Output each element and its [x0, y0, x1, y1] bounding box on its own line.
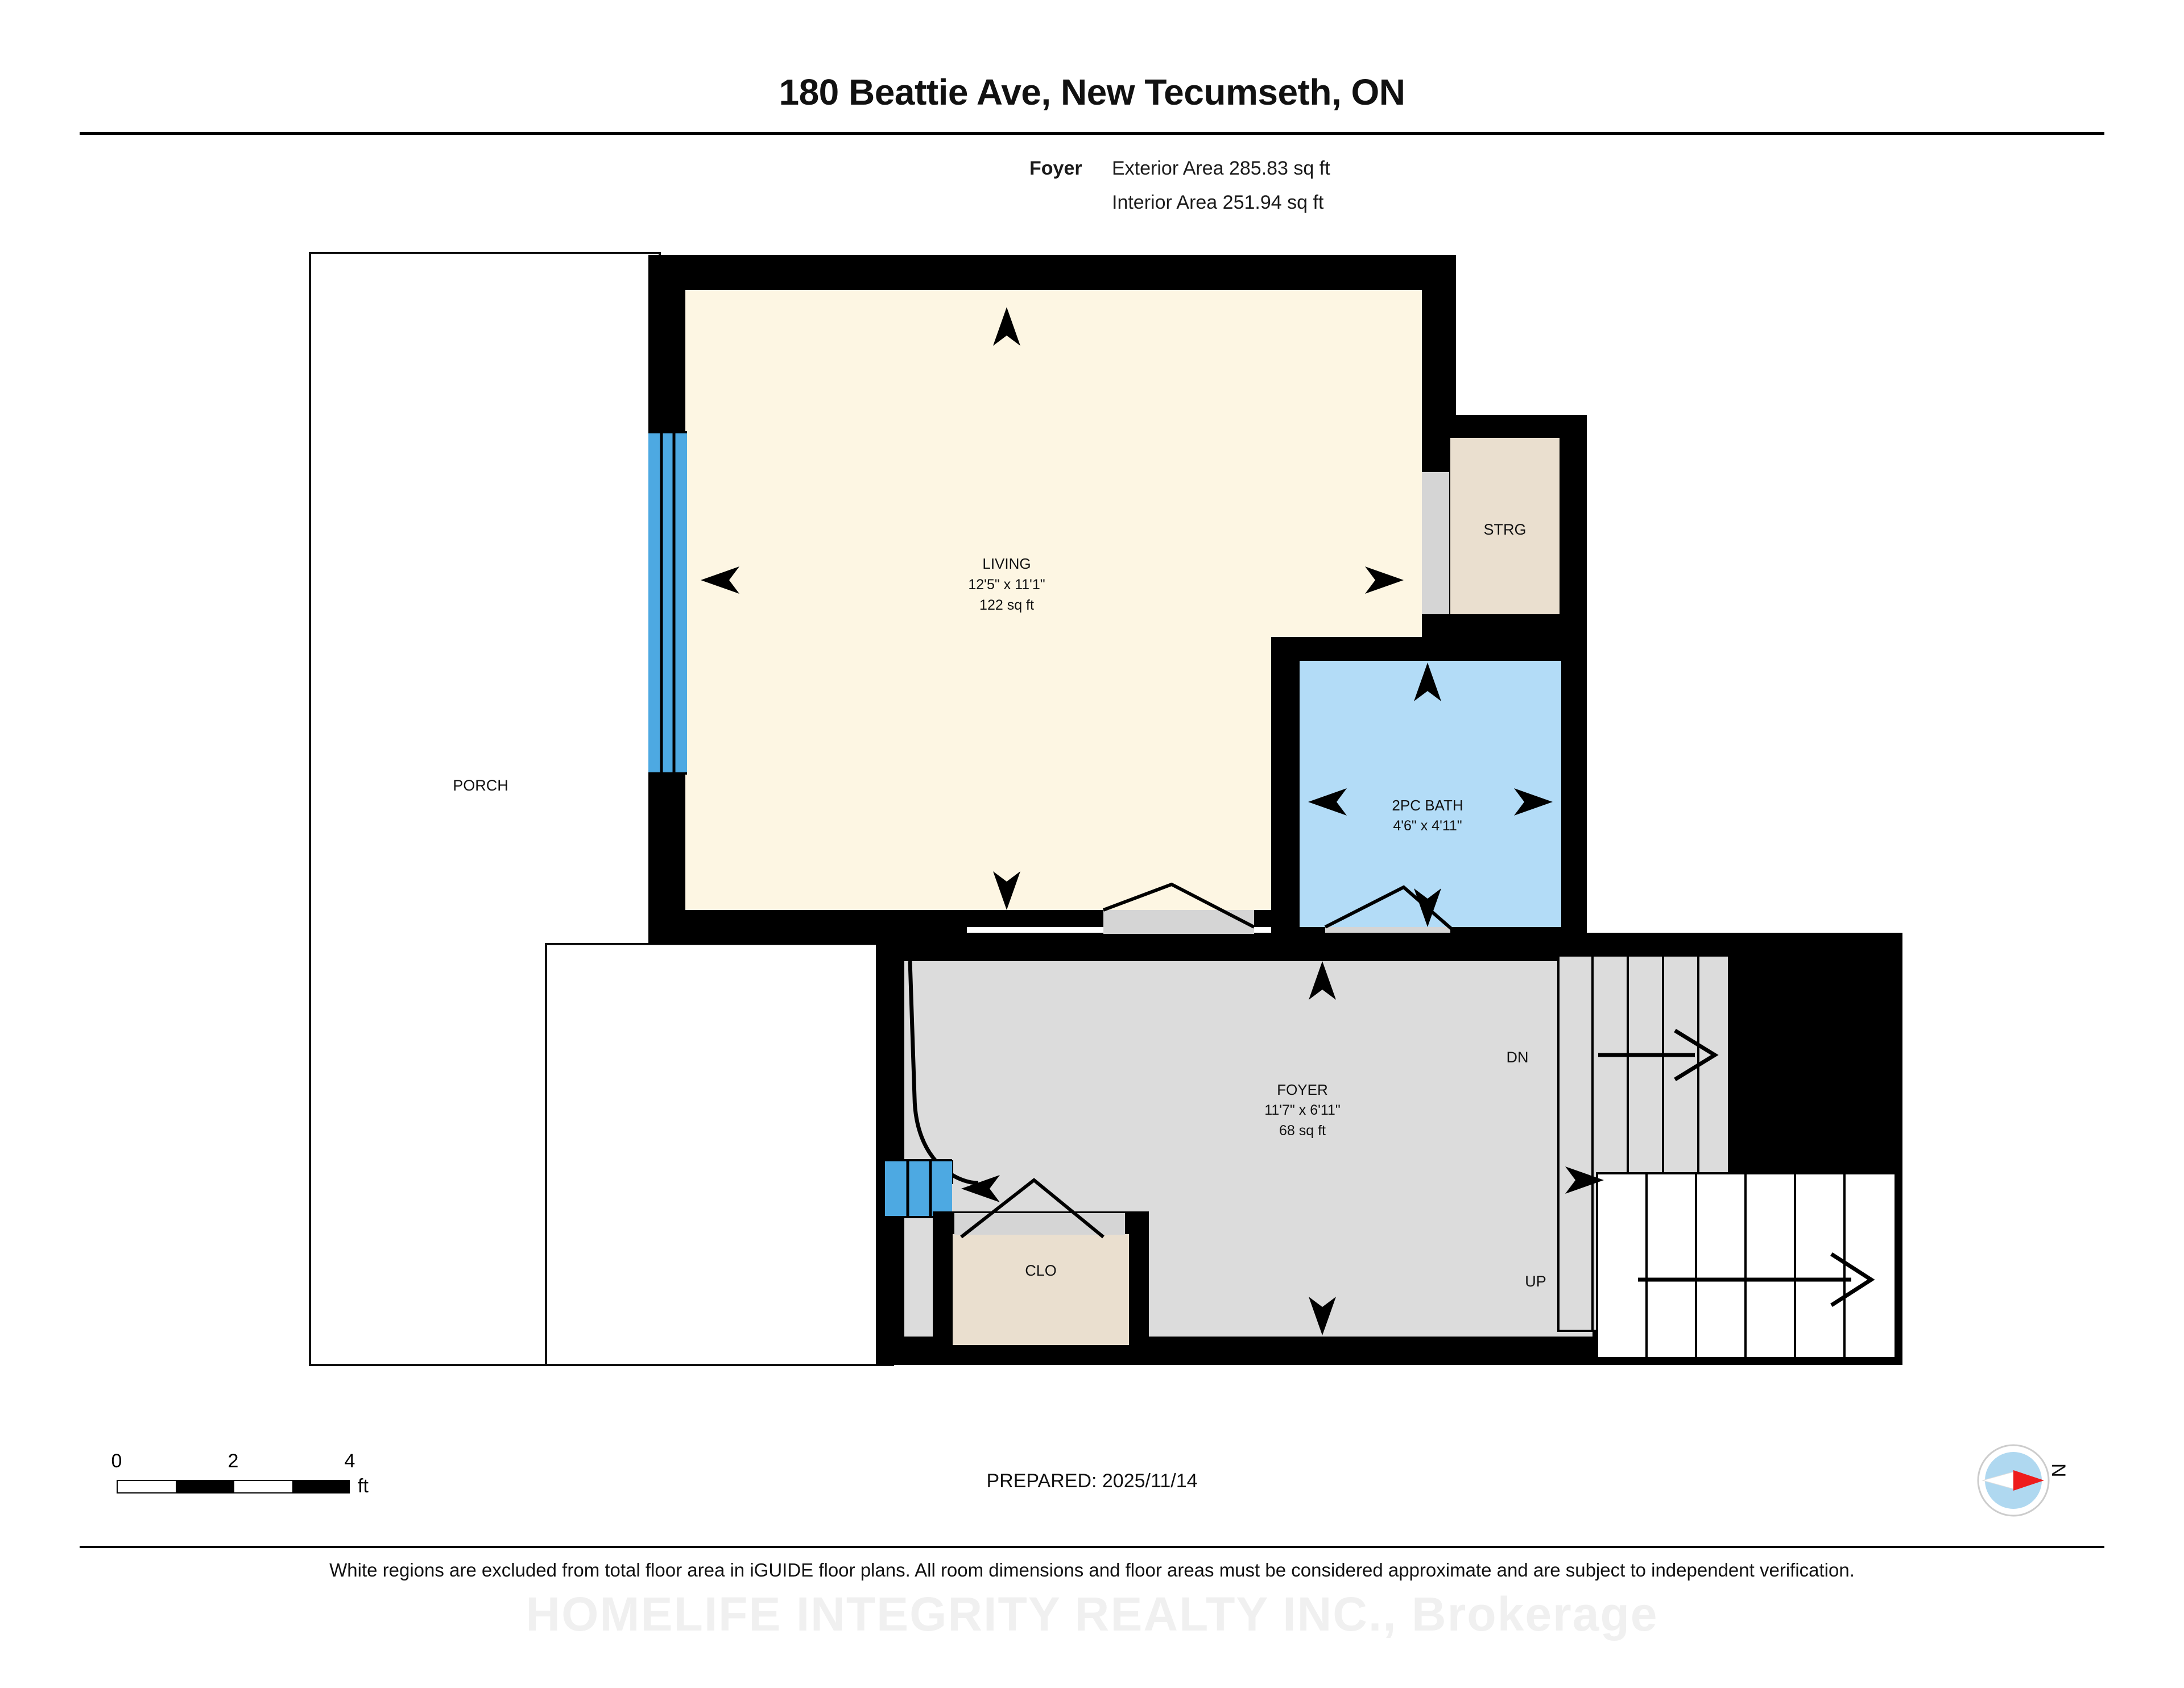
foyer-area: 68 sq ft	[1279, 1123, 1326, 1139]
header-divider	[80, 132, 2104, 135]
porch-region: PORCH	[309, 252, 894, 1366]
bathroom-dimensions: 4'6" x 4'11"	[1393, 818, 1462, 834]
foyer-dimensions: 11'7" x 6'11"	[1264, 1102, 1340, 1118]
scale-tick-4: 4	[344, 1450, 355, 1472]
compass-rose	[1977, 1444, 2050, 1517]
living-room-label: LIVING	[982, 555, 1031, 572]
scale-tick-0: 0	[111, 1450, 122, 1472]
interior-area-text: Interior Area 251.94 sq ft	[1112, 192, 1324, 213]
brokerage-watermark: HOMELIFE INTEGRITY REALTY INC., Brokerag…	[526, 1587, 1658, 1641]
scale-bar-group: 0 2 4 ft	[111, 1450, 384, 1513]
prepared-date: PREPARED: 2025/11/14	[986, 1470, 1198, 1492]
level-label: Foyer	[1029, 158, 1082, 179]
bathroom: 2PC BATH 4'6" x 4'11"	[1271, 637, 1587, 946]
stairs-down-label: DN	[1507, 1049, 1529, 1066]
storage-room: STRG	[1422, 415, 1587, 637]
exterior-area-text: Exterior Area 285.83 sq ft	[1112, 158, 1330, 179]
dimension-arrows	[701, 307, 1604, 1335]
living-room-dimensions: 12'5" x 11'1"	[968, 577, 1045, 593]
scale-bar	[117, 1480, 350, 1493]
closet: CLO	[933, 1178, 1149, 1365]
footer-divider	[80, 1546, 2104, 1548]
stairs-up-label: UP	[1525, 1273, 1546, 1290]
scale-unit-label: ft	[358, 1475, 369, 1497]
bathroom-label: 2PC BATH	[1392, 797, 1463, 814]
scale-tick-2: 2	[228, 1450, 239, 1472]
disclaimer-text: White regions are excluded from total fl…	[329, 1559, 1855, 1581]
stairs-up: UP	[1525, 1172, 1897, 1359]
closet-label: CLO	[1025, 1262, 1057, 1279]
porch-label: PORCH	[453, 777, 508, 794]
page-title: 180 Beattie Ave, New Tecumseth, ON	[779, 72, 1405, 113]
compass-north-label: N	[2048, 1463, 2069, 1478]
living-room-area: 122 sq ft	[979, 597, 1034, 613]
living-room: LIVING 12'5" x 11'1" 122 sq ft	[648, 255, 1456, 944]
storage-label: STRG	[1483, 521, 1526, 538]
foyer-label: FOYER	[1277, 1081, 1328, 1098]
foyer-window	[885, 1159, 952, 1218]
living-window	[648, 431, 687, 775]
